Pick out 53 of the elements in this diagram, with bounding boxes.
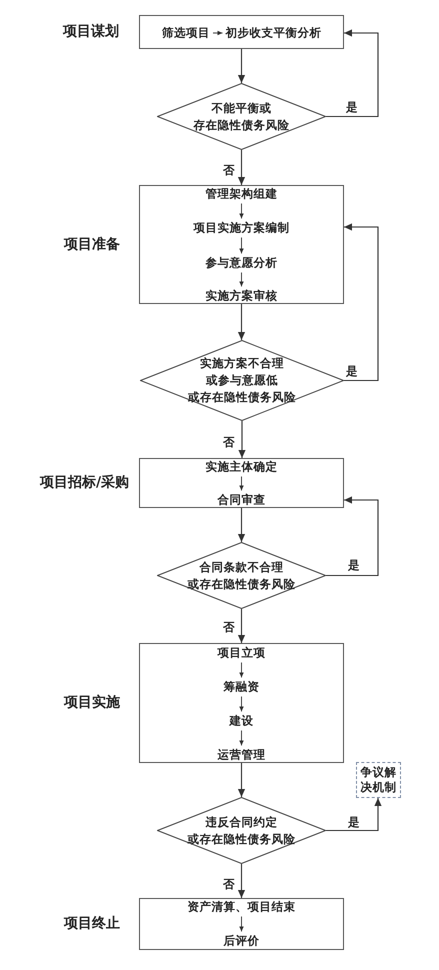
step-text: 管理架构组建	[206, 188, 278, 200]
edge-label: 否	[223, 877, 235, 891]
arrow	[239, 476, 244, 491]
stage-label: 项目谋划	[63, 24, 119, 40]
step-text: 合同审查	[218, 494, 266, 506]
stage-label: 项目准备	[64, 236, 120, 253]
decision-text: 违反合同约定或存在隐性债务风险	[188, 814, 296, 848]
arrow	[326, 29, 379, 118]
step-text: 参与意愿分析	[206, 256, 278, 270]
step-text: 实施方案审核	[206, 290, 278, 302]
arrow	[238, 864, 246, 898]
arrow	[326, 496, 379, 576]
decision-text: 不能平衡或存在隐性债务风险	[194, 100, 290, 134]
stage-label: 项目招标/采购	[40, 474, 130, 492]
edge-label: 是	[346, 364, 358, 378]
step-text: 项目立项	[218, 646, 266, 660]
arrow	[212, 30, 223, 36]
decision-text: 合同条款不合理或存在隐性债务风险	[188, 558, 296, 592]
arrow	[239, 696, 244, 712]
decision-text: 实施方案不合理或参与意愿低或存在隐性债务风险	[188, 355, 296, 406]
arrow	[238, 150, 246, 185]
stage-label: 项目终止	[64, 916, 120, 932]
arrow	[238, 763, 246, 797]
edge-label: 否	[223, 435, 235, 449]
arrow	[238, 609, 246, 643]
edge-label: 否	[223, 163, 235, 177]
step-text: 实施主体确定	[206, 460, 278, 474]
arrow	[239, 916, 244, 932]
step-text: 筹融资	[224, 680, 260, 694]
arrow	[326, 798, 382, 832]
step-text: 筛选项目	[162, 26, 210, 40]
stage-label: 项目实施	[64, 694, 120, 712]
arrow	[238, 49, 246, 83]
edge-label: 否	[223, 620, 235, 634]
step-text: 后评价	[224, 934, 260, 948]
arrow	[239, 203, 244, 219]
edge-label: 是	[346, 100, 358, 114]
arrow	[238, 421, 246, 458]
step-text: 初步收支平衡分析	[226, 26, 322, 40]
arrow	[238, 508, 246, 542]
arrow	[239, 730, 244, 746]
arrow	[239, 272, 244, 287]
step-text: 建设	[230, 714, 254, 728]
step-text: 运营管理	[218, 748, 266, 762]
step-text: 资产清算、项目结束	[188, 900, 296, 914]
edge-label: 是	[348, 815, 360, 829]
dashed-box: 争议解决机制	[356, 762, 401, 798]
step-text: 项目实施方案编制	[194, 222, 290, 234]
arrow	[344, 223, 379, 382]
arrow	[238, 304, 246, 340]
arrow	[239, 237, 244, 254]
edge-label: 是	[348, 558, 360, 572]
arrow	[239, 662, 244, 678]
